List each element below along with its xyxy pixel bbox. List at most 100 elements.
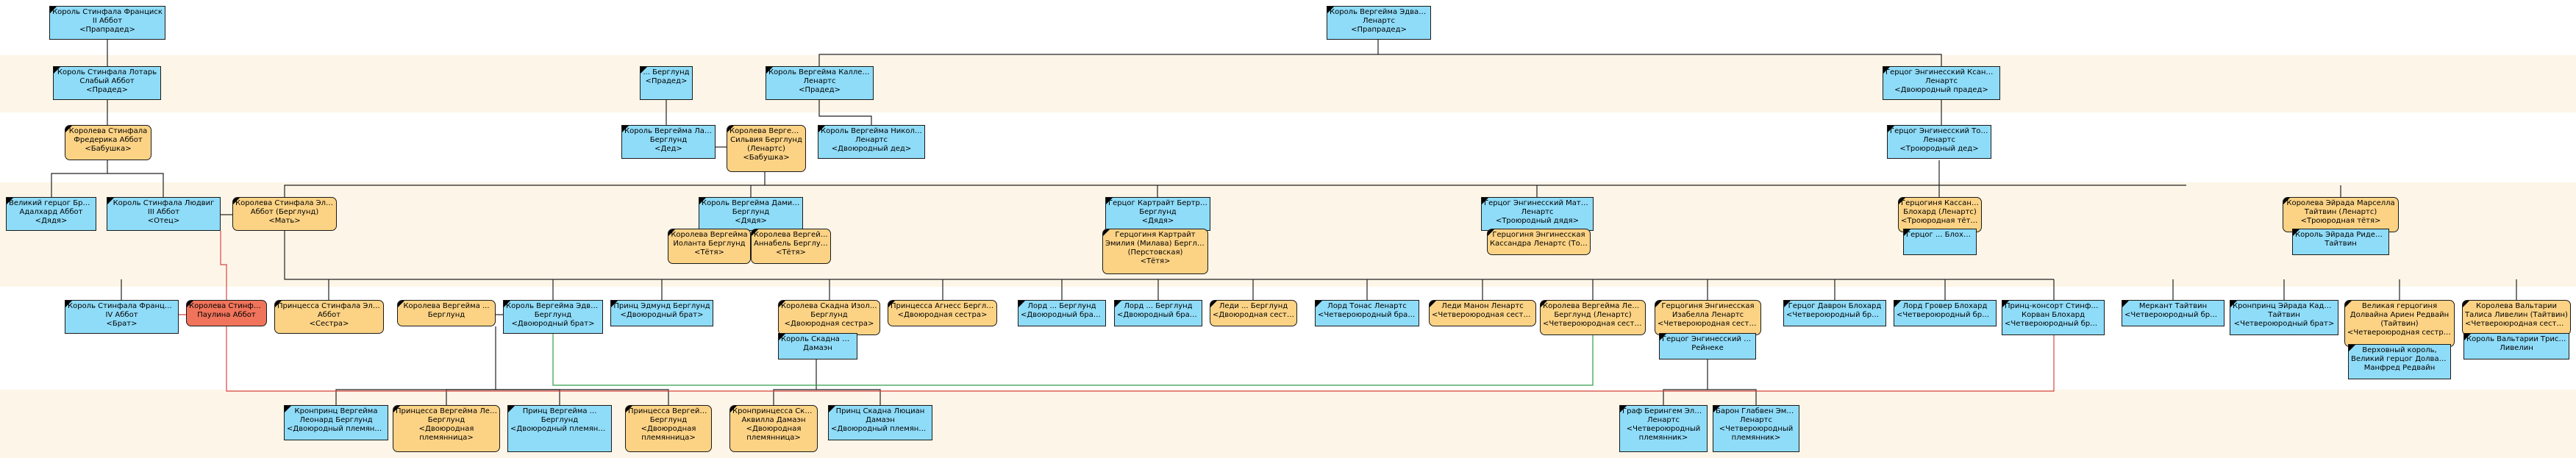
person-card[interactable]: Принц Эдмунд Берглунд<Двоюродный брат> <box>610 300 713 326</box>
corner-marker-icon <box>1883 67 1890 74</box>
person-card-line: Великий герцог Долвайна <box>2351 355 2448 363</box>
person-card[interactable]: Леди ... Берглунд<Двоюродная сестра> <box>1210 300 1297 326</box>
person-card-line: Принц-консорт Стинфала <box>2005 302 2102 310</box>
person-card[interactable]: Принц Вергейма ...Берглунд<Двоюродный пл… <box>507 405 612 452</box>
person-card-line: <Четвероюродный брат> <box>2233 320 2335 328</box>
person-card-line: Верховный король, <box>2362 346 2437 354</box>
person-card-line: Ленартс <box>803 77 836 85</box>
corner-marker-icon <box>2293 229 2300 236</box>
person-card-line: <Двоюродная <box>641 425 696 433</box>
person-card[interactable]: Меркант Тайтвин<Четвероюродный брат> <box>2122 300 2224 326</box>
connector-line <box>818 40 1379 66</box>
corner-marker-icon <box>641 67 647 74</box>
person-card-line: Дамаэн <box>866 416 895 424</box>
corner-marker-icon <box>187 301 193 307</box>
person-card-line: <Четвероюродный <box>1719 425 1794 433</box>
corner-marker-icon <box>1210 301 1217 307</box>
corner-marker-icon <box>611 301 618 307</box>
person-card-line: Дамаэн <box>803 344 832 352</box>
person-card-line: Леди ... Берглунд <box>1219 302 1288 310</box>
person-card-line: Король Стинфала Франциск <box>52 8 163 16</box>
person-card-line: IV Аббот <box>105 311 138 319</box>
connector-line <box>496 389 560 405</box>
person-card-line: Адалхард Аббот <box>19 208 83 216</box>
person-card-line: Берглунд <box>534 311 572 319</box>
person-card[interactable]: Лорд Тонас Ленартс<Четвероюродный брат> <box>1315 300 1419 326</box>
person-card[interactable]: Лорд ... Берглунд<Двоюродный брат> <box>1018 300 1106 326</box>
person-card[interactable]: Лорд Гровер Блохард<Четвероюродный брат> <box>1894 300 1997 326</box>
corner-marker-icon <box>7 198 13 204</box>
person-card[interactable]: Король Скадна КристианДамаэн <box>778 333 857 359</box>
person-card[interactable]: Верховный король,Великий герцог Долвайна… <box>2348 344 2451 379</box>
person-card-line: <Четвероюродная сестра> <box>1543 320 1643 328</box>
corner-marker-icon <box>504 301 510 307</box>
person-card[interactable]: Принцесса Агнесс Берглунд<Двоюродная сес… <box>888 300 997 326</box>
corner-marker-icon <box>622 126 629 132</box>
person-card-line: Берглунд <box>732 208 770 216</box>
corner-marker-icon <box>2464 334 2471 340</box>
connector-line <box>284 231 2054 280</box>
person-card-line: Берглунд <box>649 416 688 424</box>
person-card-line: <Двоюродный брат> <box>620 311 704 319</box>
person-card[interactable]: Королева Вергейма ...Берглунд <box>397 300 496 326</box>
person-card[interactable]: Леди Манон Ленартс<Четвероюродная сестра… <box>1429 300 1536 326</box>
connector-line <box>552 334 1594 386</box>
person-card-line: Ленартс <box>1739 416 1772 424</box>
corner-marker-icon <box>2345 301 2352 307</box>
person-card[interactable]: ... Берглунд<Прадед> <box>640 66 693 100</box>
person-card[interactable]: Лорд ... Берглунд<Двоюродный брат> <box>1114 300 1202 326</box>
person-card[interactable]: Герцог Даврон Блохард<Четвероюродный бра… <box>1783 300 1886 326</box>
corner-marker-icon <box>285 406 291 412</box>
corner-marker-icon <box>1660 334 1666 340</box>
person-card-line: <Четвероюродная сестра> <box>1658 320 1758 328</box>
person-card-line: <Четвероюродная сестра> <box>1432 311 1533 319</box>
person-card-line: <Прапрадед> <box>79 26 135 34</box>
person-card[interactable]: Принцесса Вергейма ...Берглунд<Двоюродна… <box>625 405 712 452</box>
person-card-line: Герцогиня Кассандра <box>1901 199 1979 207</box>
person-card-line: племянник> <box>1731 434 1781 442</box>
person-card[interactable]: Герцог ... Блохард <box>1903 229 1977 255</box>
